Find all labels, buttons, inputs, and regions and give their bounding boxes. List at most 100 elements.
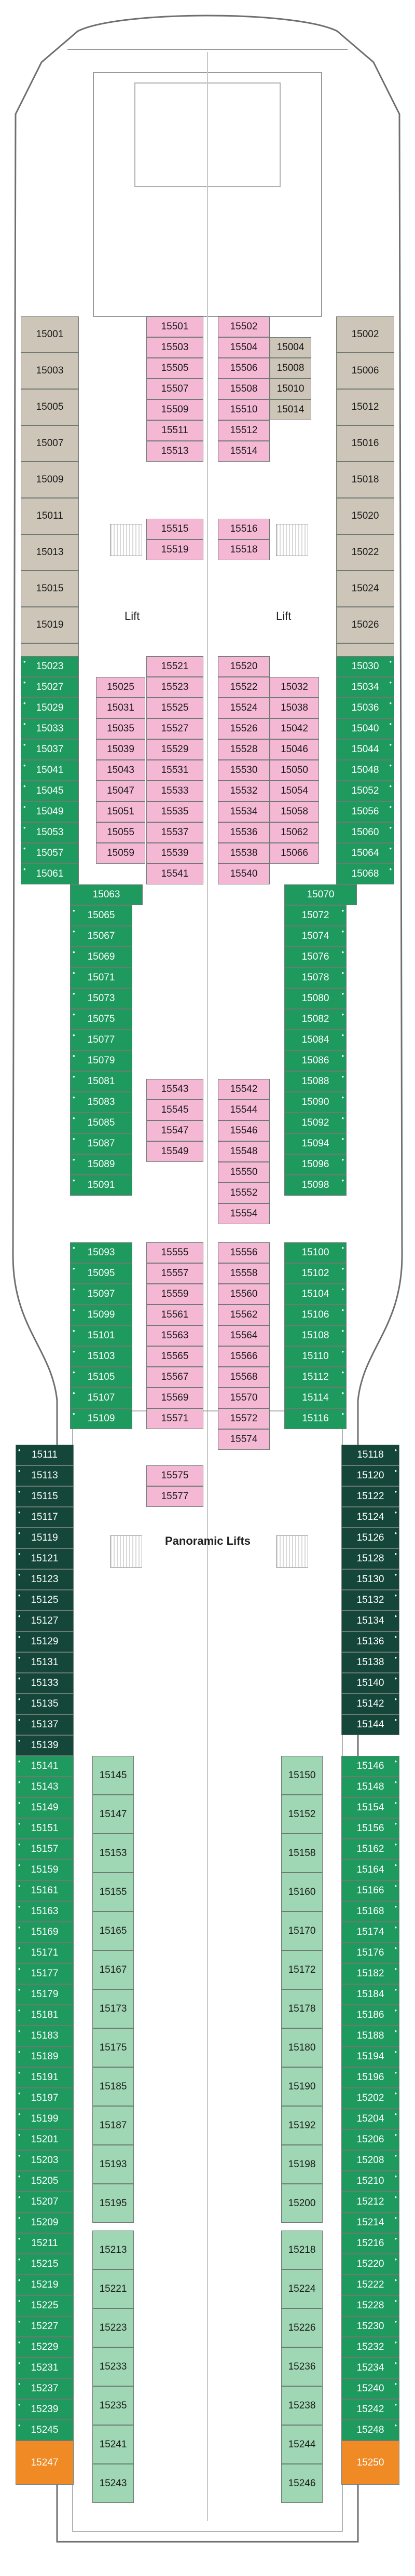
cabin-15536[interactable]: 15536: [218, 822, 270, 843]
cabin-15245[interactable]: •15245: [16, 2420, 74, 2441]
cabin-15229[interactable]: •15229: [16, 2337, 74, 2358]
cabin-15564[interactable]: 15564: [218, 1325, 270, 1346]
cabin-15175[interactable]: 15175: [92, 2028, 134, 2067]
cabin-15032[interactable]: 15032: [270, 677, 319, 698]
cabin-15137[interactable]: •15137: [16, 1714, 74, 1735]
cabin-15088[interactable]: •15088: [284, 1071, 347, 1092]
cabin-15131[interactable]: •15131: [16, 1652, 74, 1673]
cabin-15030[interactable]: •15030: [336, 656, 394, 677]
cabin-15202[interactable]: •15202: [341, 2088, 399, 2109]
cabin-15565[interactable]: 15565: [146, 1346, 203, 1367]
cabin-15537[interactable]: 15537: [146, 822, 203, 843]
cabin-15534[interactable]: 15534: [218, 801, 270, 822]
cabin-15119[interactable]: •15119: [16, 1528, 74, 1548]
cabin-15524[interactable]: 15524: [218, 698, 270, 718]
cabin-15059[interactable]: 15059: [96, 843, 145, 864]
cabin-15510[interactable]: 15510: [218, 399, 270, 420]
cabin-15060[interactable]: •15060: [336, 822, 394, 843]
cabin-15199[interactable]: •15199: [16, 2109, 74, 2129]
cabin-15239[interactable]: •15239: [16, 2399, 74, 2420]
cabin-15054[interactable]: 15054: [270, 781, 319, 801]
cabin-15171[interactable]: •15171: [16, 1943, 74, 1963]
cabin-15098[interactable]: •15098: [284, 1175, 347, 1196]
cabin-15087[interactable]: •15087: [70, 1133, 132, 1154]
cabin-15073[interactable]: •15073: [70, 988, 132, 1009]
cabin-15160[interactable]: 15160: [281, 1873, 323, 1912]
cabin-15163[interactable]: •15163: [16, 1901, 74, 1922]
cabin-15003[interactable]: 15003: [21, 353, 79, 389]
cabin-15167[interactable]: 15167: [92, 1950, 134, 1989]
cabin-15121[interactable]: •15121: [16, 1548, 74, 1569]
cabin-15502[interactable]: 15502: [218, 316, 270, 337]
cabin-15552[interactable]: 15552: [218, 1183, 270, 1203]
cabin-15570[interactable]: 15570: [218, 1388, 270, 1408]
cabin-15531[interactable]: 15531: [146, 760, 203, 781]
cabin-15141[interactable]: •15141: [16, 1756, 74, 1777]
cabin-15248[interactable]: •15248: [341, 2420, 399, 2441]
cabin-15195[interactable]: 15195: [92, 2184, 134, 2223]
cabin-15116[interactable]: •15116: [284, 1408, 347, 1429]
cabin-15246[interactable]: 15246: [281, 2464, 323, 2503]
cabin-15126[interactable]: •15126: [341, 1528, 399, 1548]
cabin-15526[interactable]: 15526: [218, 718, 270, 739]
cabin-15058[interactable]: 15058: [270, 801, 319, 822]
cabin-15158[interactable]: 15158: [281, 1834, 323, 1873]
cabin-15172[interactable]: 15172: [281, 1950, 323, 1989]
cabin-15129[interactable]: •15129: [16, 1631, 74, 1652]
cabin-15069[interactable]: •15069: [70, 947, 132, 967]
cabin-15506[interactable]: 15506: [218, 358, 270, 379]
cabin-15023[interactable]: •15023: [21, 656, 79, 677]
cabin-15545[interactable]: 15545: [146, 1100, 203, 1120]
cabin-15250[interactable]: 15250: [341, 2441, 399, 2485]
cabin-15046[interactable]: 15046: [270, 739, 319, 760]
cabin-15522[interactable]: 15522: [218, 677, 270, 698]
cabin-15533[interactable]: 15533: [146, 781, 203, 801]
cabin-15190[interactable]: 15190: [281, 2067, 323, 2106]
cabin-15014[interactable]: 15014: [270, 399, 311, 420]
cabin-15110[interactable]: •15110: [284, 1346, 347, 1367]
cabin-15504[interactable]: 15504: [218, 337, 270, 358]
cabin-15065[interactable]: •15065: [70, 905, 132, 926]
cabin-15109[interactable]: •15109: [70, 1408, 132, 1429]
cabin-15572[interactable]: 15572: [218, 1408, 270, 1429]
cabin-15556[interactable]: 15556: [218, 1242, 270, 1263]
cabin-15180[interactable]: 15180: [281, 2028, 323, 2067]
cabin-15089[interactable]: •15089: [70, 1154, 132, 1175]
cabin-15232[interactable]: •15232: [341, 2337, 399, 2358]
cabin-15231[interactable]: •15231: [16, 2358, 74, 2378]
cabin-15053[interactable]: •15053: [21, 822, 79, 843]
cabin-15128[interactable]: •15128: [341, 1548, 399, 1569]
cabin-15006[interactable]: 15006: [336, 353, 394, 389]
cabin-15043[interactable]: 15043: [96, 760, 145, 781]
cabin-15181[interactable]: •15181: [16, 2005, 74, 2026]
cabin-15042[interactable]: 15042: [270, 718, 319, 739]
cabin-15170[interactable]: 15170: [281, 1912, 323, 1950]
cabin-15108[interactable]: •15108: [284, 1325, 347, 1346]
cabin-15138[interactable]: •15138: [341, 1652, 399, 1673]
cabin-15192[interactable]: 15192: [281, 2106, 323, 2145]
cabin-15523[interactable]: 15523: [146, 677, 203, 698]
cabin-15182[interactable]: •15182: [341, 1963, 399, 1984]
cabin-15139[interactable]: •15139: [16, 1735, 74, 1756]
cabin-15011[interactable]: 15011: [21, 498, 79, 534]
cabin-15081[interactable]: •15081: [70, 1071, 132, 1092]
cabin-15074[interactable]: •15074: [284, 926, 347, 947]
cabin-15120[interactable]: •15120: [341, 1465, 399, 1486]
cabin-15566[interactable]: 15566: [218, 1346, 270, 1367]
cabin-15142[interactable]: •15142: [341, 1694, 399, 1714]
cabin-15096[interactable]: •15096: [284, 1154, 347, 1175]
cabin-15019[interactable]: 15019: [21, 607, 79, 643]
cabin-15118[interactable]: •15118: [341, 1445, 399, 1465]
cabin-15540[interactable]: 15540: [218, 864, 270, 884]
cabin-15226[interactable]: 15226: [281, 2308, 323, 2347]
cabin-15191[interactable]: •15191: [16, 2067, 74, 2088]
cabin-15535[interactable]: 15535: [146, 801, 203, 822]
cabin-15039[interactable]: 15039: [96, 739, 145, 760]
cabin-15104[interactable]: •15104: [284, 1284, 347, 1305]
cabin-15162[interactable]: •15162: [341, 1839, 399, 1860]
cabin-15243[interactable]: 15243: [92, 2464, 134, 2503]
cabin-15107[interactable]: •15107: [70, 1388, 132, 1408]
cabin-15571[interactable]: 15571: [146, 1408, 203, 1429]
cabin-15147[interactable]: 15147: [92, 1795, 134, 1834]
cabin-15112[interactable]: •15112: [284, 1367, 347, 1388]
